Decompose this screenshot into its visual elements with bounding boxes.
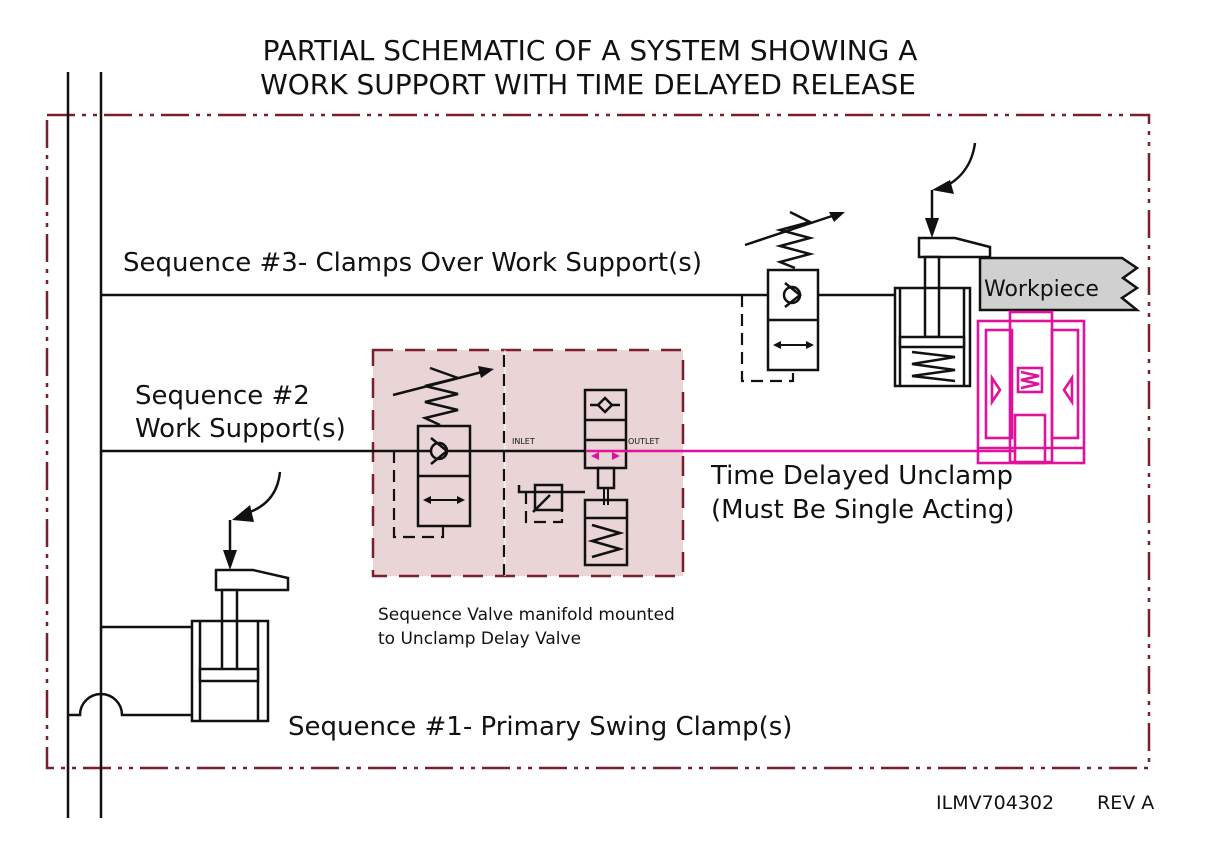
piston (898, 335, 966, 349)
workpiece: Workpiece (978, 256, 1141, 312)
clamp-line-bottom-crossover (68, 692, 192, 717)
sequence-valve-3 (740, 210, 845, 383)
outlet-label: OUTLET (628, 437, 660, 446)
time-delay-label-line-1: Time Delayed Unclamp (710, 461, 1013, 491)
spring-icon (1020, 370, 1040, 390)
delay-valve-stem (596, 466, 616, 490)
cylinder-body (893, 286, 972, 388)
spring-housing (1016, 366, 1044, 394)
arrow-head-icon (478, 366, 494, 378)
adjust-arrow-icon (532, 494, 551, 513)
pilot-drain-line (392, 451, 445, 539)
down-arrow-icon (223, 550, 237, 570)
triangle-left-icon (990, 373, 1002, 407)
arrow-right-icon (806, 341, 814, 349)
flow-control-icon (533, 483, 564, 512)
sequence-1-label: Sequence #1- Primary Swing Clamp(s) (288, 712, 792, 742)
arrow-left-icon (591, 452, 599, 460)
support-chamber-left (984, 328, 1014, 440)
support-base (1013, 413, 1047, 465)
sequence-valve-2 (392, 366, 494, 539)
drawing-number: ILMV704302 (936, 792, 1054, 814)
clamp-arm (214, 568, 290, 592)
unclamp-delay-valve (517, 388, 629, 567)
adjust-arrow-icon (392, 370, 483, 397)
arrow-left-icon (773, 341, 781, 349)
swing-arrowhead-icon (232, 505, 254, 522)
spring-icon (911, 350, 956, 383)
inlet-label: INLET (512, 437, 535, 446)
title-line-2: WORK SUPPORT WITH TIME DELAYED RELEASE (260, 68, 916, 101)
clamp-arm (917, 236, 992, 259)
system-boundary (45, 113, 1151, 770)
clamp-rod (220, 588, 239, 672)
swing-clamp-1 (68, 471, 290, 723)
arrow-right-icon (457, 496, 465, 504)
manifold-block (371, 348, 685, 578)
arrow-right-icon (612, 452, 620, 460)
manifold-note-line-2: to Unclamp Delay Valve (378, 629, 581, 649)
swing-arrow-icon (249, 471, 282, 514)
time-delay-label-line-2: (Must Be Single Acting) (711, 495, 1015, 525)
swing-clamp-3 (893, 142, 992, 388)
sequence-2-label-line-2: Work Support(s) (135, 414, 346, 444)
delay-piston-body (583, 498, 629, 567)
check-ball-icon (596, 396, 614, 414)
down-arrow-icon (925, 218, 939, 238)
spring-icon (775, 210, 815, 270)
swing-arrow-icon (941, 142, 977, 190)
piston (198, 667, 260, 683)
manifold-note-line-1: Sequence Valve manifold mounted (378, 605, 675, 625)
pilot-drain-line (740, 295, 795, 383)
revision: REV A (1097, 792, 1154, 814)
spring-icon (587, 523, 625, 559)
clamp-rod (923, 255, 941, 339)
sequence-2-label-line-1: Sequence #2 (135, 381, 310, 411)
workpiece-label: Workpiece (984, 277, 1099, 302)
check-seat-icon (430, 437, 449, 465)
title-line-1: PARTIAL SCHEMATIC OF A SYSTEM SHOWING A (263, 34, 918, 67)
sequence-3-label: Sequence #3- Clamps Over Work Support(s) (123, 248, 702, 278)
check-seat-icon (784, 282, 803, 308)
arrow-left-icon (423, 496, 431, 504)
triangle-right-icon (1062, 373, 1074, 407)
support-chamber-right (1050, 328, 1080, 440)
work-support (976, 310, 1086, 465)
arrow-head-icon (829, 212, 845, 222)
cylinder-body (190, 619, 270, 723)
bypass-check-line (524, 492, 564, 524)
swing-arrowhead-icon (932, 180, 954, 194)
adjust-arrow-icon (744, 213, 836, 247)
